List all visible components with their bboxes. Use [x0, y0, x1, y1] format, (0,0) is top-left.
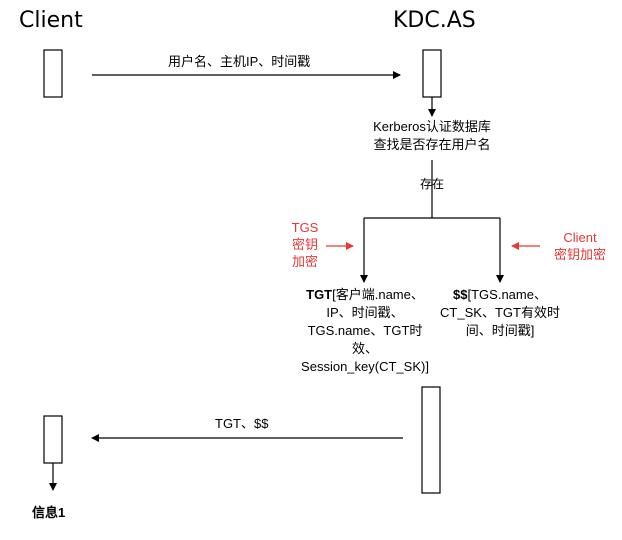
dollar-content-block: $$[TGS.name、CT_SK、TGT有效时间、时间戳]: [440, 286, 560, 340]
kdc-activation-top: [422, 49, 442, 98]
kdc-actor-title: KDC.AS: [393, 8, 476, 33]
dollar-name: $$: [453, 287, 468, 302]
dollar-fields: [TGS.name、CT_SK、TGT有效时间、时间戳]: [440, 287, 560, 338]
tgt-content-block: TGT[客户端.name、IP、时间戳、TGS.name、TGT时效、Sessi…: [296, 286, 434, 376]
kdc-activation-bottom: [421, 386, 441, 494]
tgs-key-label: TGS 密钥 加密: [283, 219, 327, 270]
response-message-label: TGT、$$: [215, 416, 269, 431]
client-key-line-2: 密钥加密: [553, 247, 606, 262]
client-key-line-1: Client: [563, 230, 597, 245]
tgt-name: TGT: [306, 287, 333, 302]
tgt-fields: [客户端.name、IP、时间戳、TGS.name、TGT时效、Session_…: [301, 287, 429, 374]
lookup-line-2: 查找是否存在用户名: [373, 137, 491, 152]
tgs-key-line-2: 密钥: [291, 237, 318, 252]
info-1-label: 信息1: [32, 505, 66, 520]
tgs-key-line-3: 加密: [291, 254, 318, 269]
client-key-label: Client 密钥加密: [545, 229, 615, 263]
tgs-key-line-1: TGS: [291, 220, 319, 235]
lookup-step: Kerberos认证数据库 查找是否存在用户名: [352, 118, 512, 154]
client-activation-top: [43, 49, 63, 98]
condition-label: 存在: [420, 177, 445, 191]
client-activation-bottom: [43, 415, 63, 464]
request-message-label: 用户名、主机IP、时间戳: [168, 54, 311, 69]
client-actor-title: Client: [19, 8, 83, 33]
lookup-line-1: Kerberos认证数据库: [373, 119, 491, 134]
